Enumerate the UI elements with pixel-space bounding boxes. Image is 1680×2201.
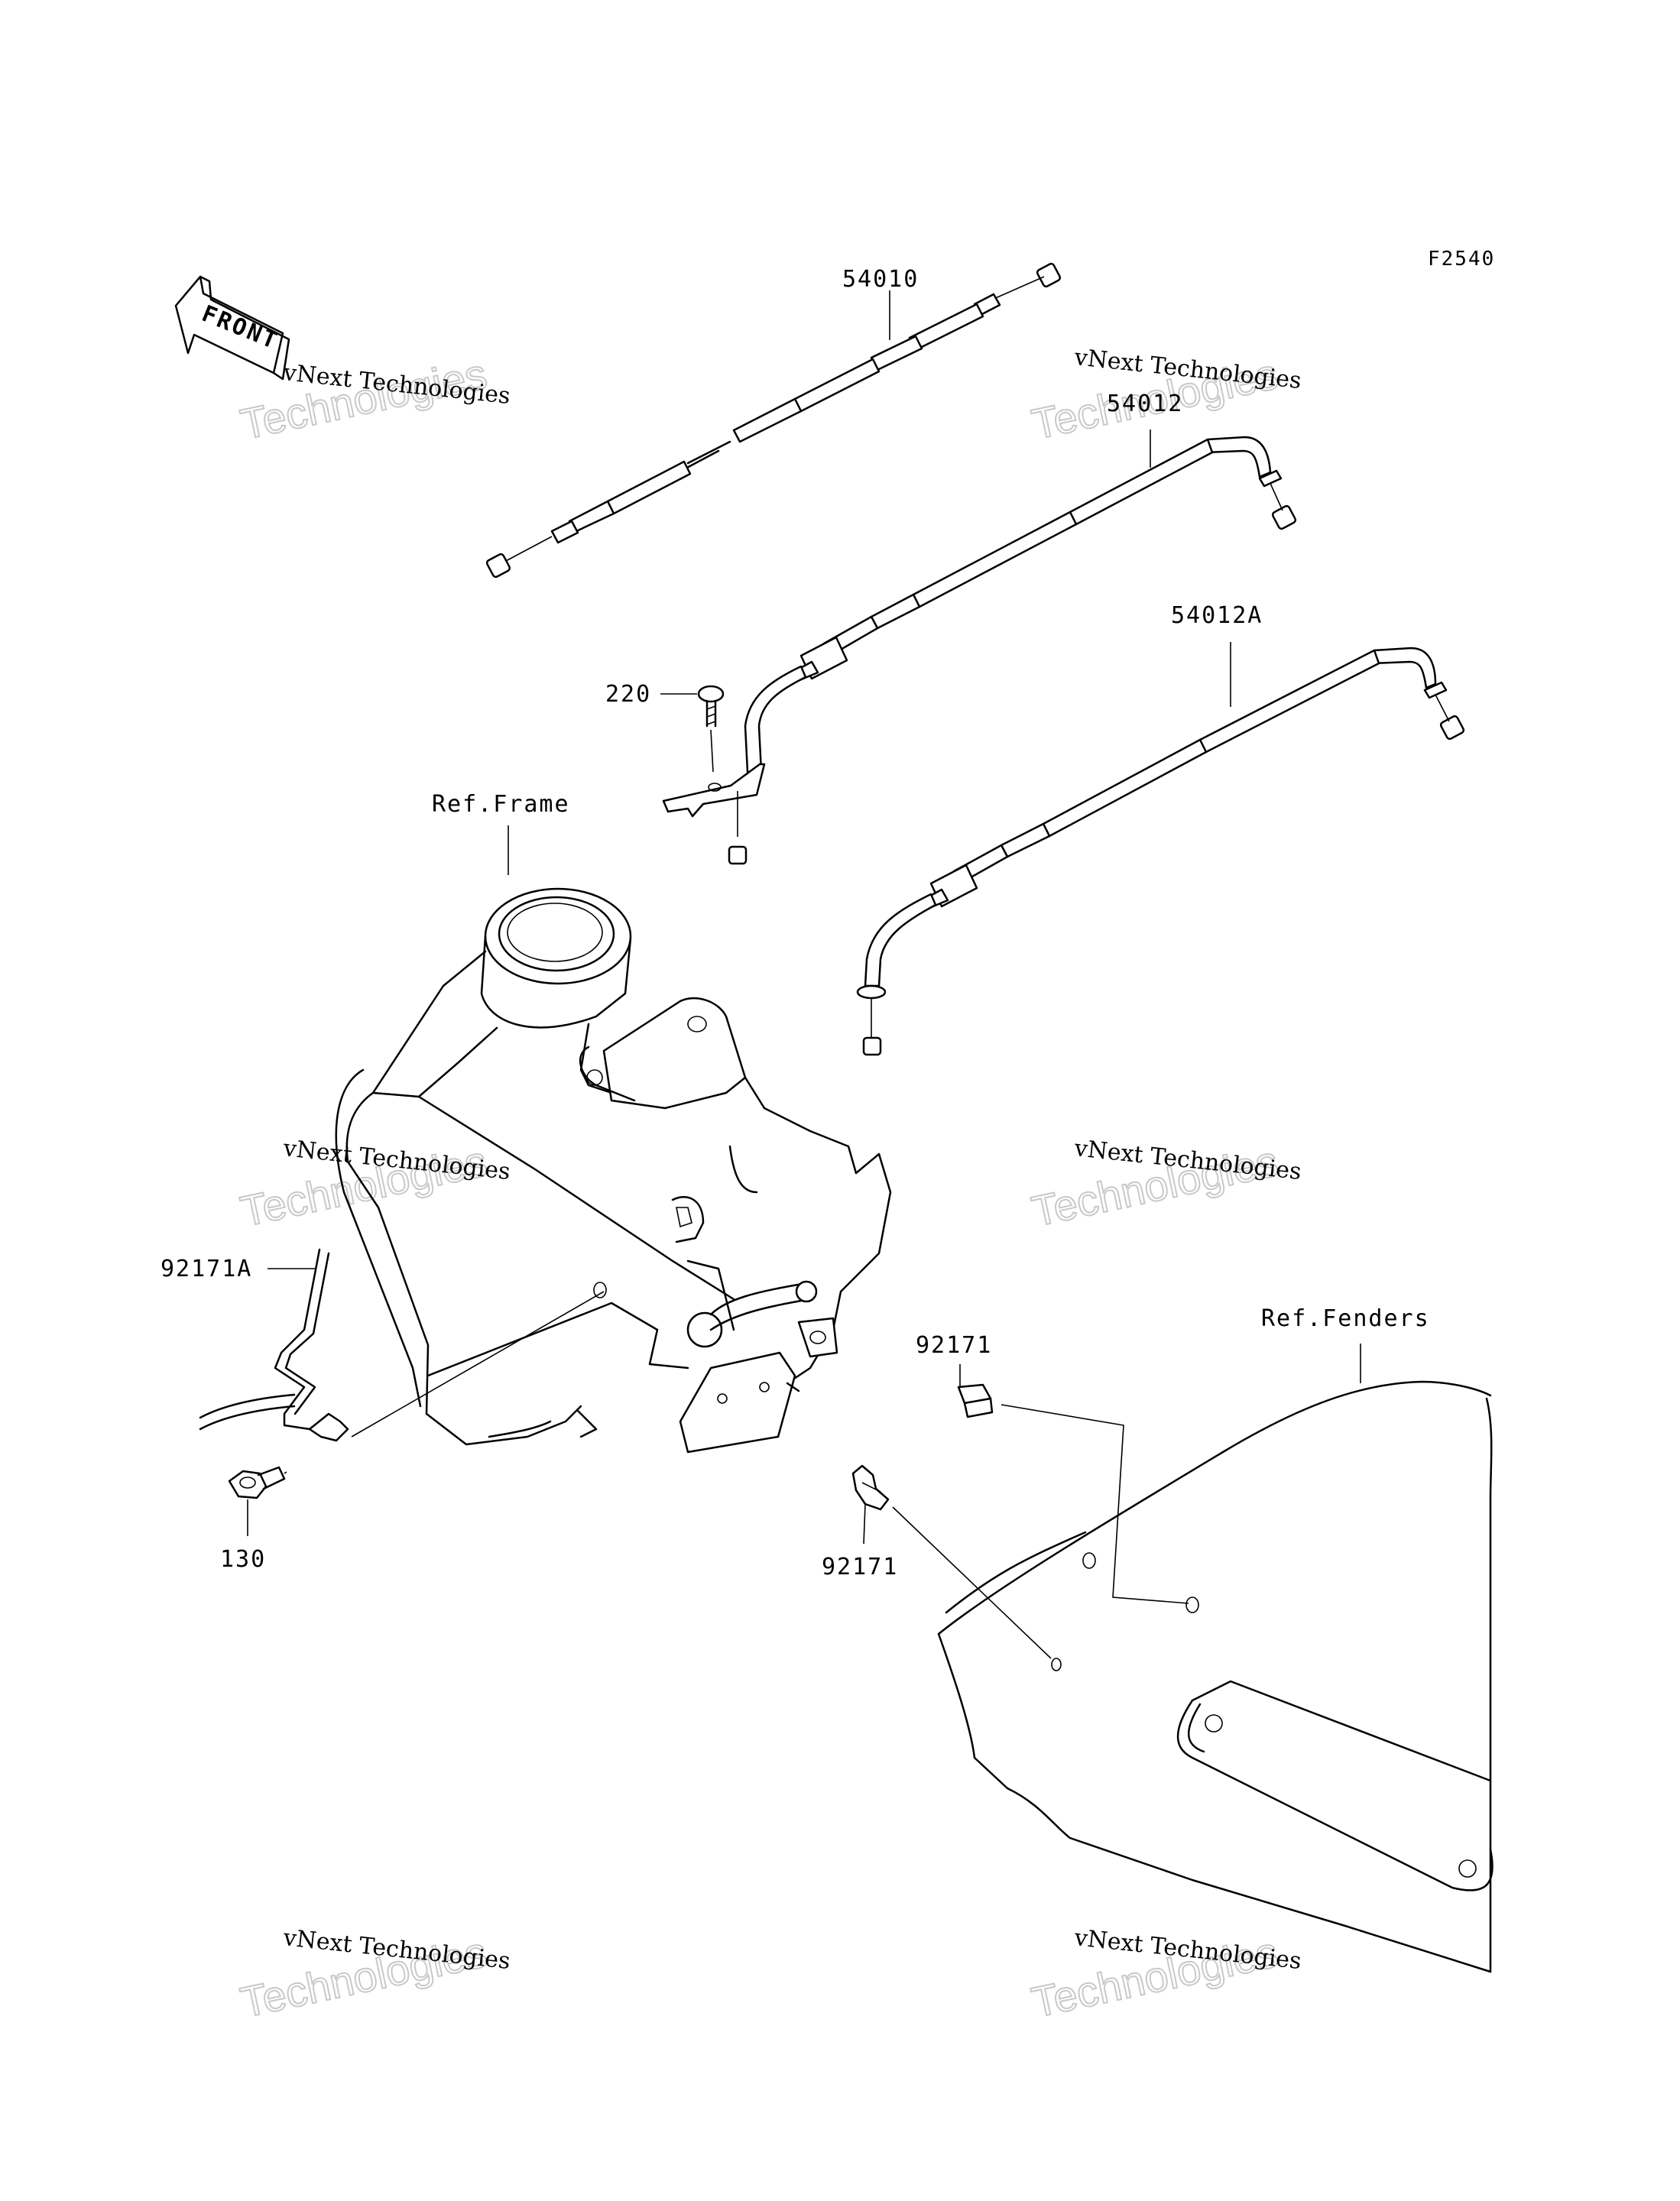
bolt-130 xyxy=(228,1466,287,1536)
ref-frame-label: Ref.Frame xyxy=(432,791,570,818)
cable-54012A xyxy=(856,642,1465,1056)
part-label-54010: 54010 xyxy=(842,266,919,293)
part-label-54012A: 54012A xyxy=(1171,602,1263,629)
cable-54010 xyxy=(485,262,1062,579)
frame-reference xyxy=(335,825,892,1454)
part-label-220: 220 xyxy=(605,681,651,708)
ref-fenders-label: Ref.Fenders xyxy=(1261,1305,1430,1332)
clip-92171-upper xyxy=(957,1364,1199,1613)
part-label-92171-upper: 92171 xyxy=(916,1332,992,1359)
wire-guide-92171A xyxy=(199,1248,605,1442)
fenders-reference xyxy=(937,1344,1494,1973)
part-label-92171A: 92171A xyxy=(161,1256,252,1282)
part-label-92171-lower: 92171 xyxy=(822,1554,898,1580)
cable-54012 xyxy=(662,430,1297,865)
clip-92171-lower xyxy=(851,1464,1062,1671)
part-label-130: 130 xyxy=(220,1546,266,1573)
watermark-group: Technologies vNext Technologies Technolo… xyxy=(235,344,1302,2028)
screw-220 xyxy=(660,685,725,792)
part-label-54012: 54012 xyxy=(1107,391,1183,417)
diagram-code: F2540 xyxy=(1428,248,1495,271)
front-arrow-icon: FRONT xyxy=(174,275,290,381)
